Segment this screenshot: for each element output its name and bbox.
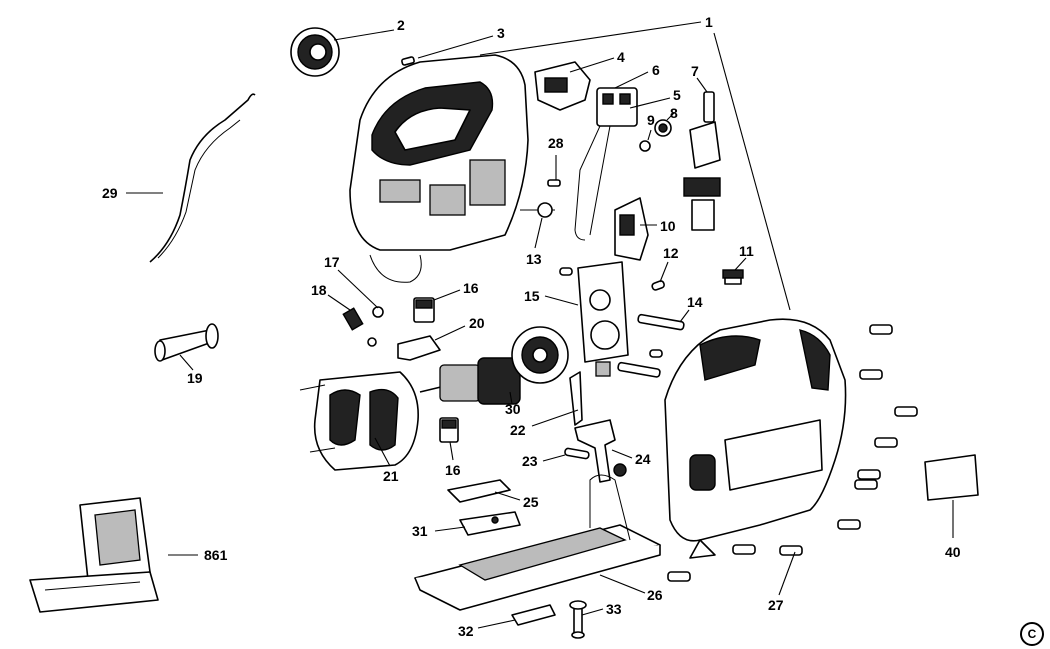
callout-17: 17 bbox=[324, 254, 340, 270]
callout-22: 22 bbox=[510, 422, 526, 438]
callout-11: 11 bbox=[739, 243, 754, 259]
part-24-blade-clamp bbox=[574, 419, 627, 483]
part-spacer-pin bbox=[559, 267, 573, 276]
callout-861: 861 bbox=[204, 547, 228, 563]
callout-16-lower: 16 bbox=[445, 462, 461, 478]
callout-9: 9 bbox=[647, 112, 655, 128]
part-18-spring bbox=[342, 307, 364, 331]
leader-lines bbox=[126, 21, 954, 629]
part-4-switch-cover bbox=[534, 61, 591, 111]
part-31-clip bbox=[459, 511, 521, 536]
callout-12: 12 bbox=[663, 245, 679, 261]
callout-19: 19 bbox=[187, 370, 203, 386]
part-28-screw bbox=[547, 179, 561, 187]
copyright-mark: C bbox=[1020, 622, 1044, 646]
callout-13: 13 bbox=[526, 251, 542, 267]
part-20-block bbox=[397, 335, 441, 361]
part-19-strain-relief bbox=[154, 323, 219, 362]
part-22-bracket bbox=[569, 371, 583, 426]
callout-25: 25 bbox=[523, 494, 539, 510]
part-27-screws bbox=[667, 324, 918, 582]
callout-31: 31 bbox=[412, 523, 428, 539]
callout-16-upper: 16 bbox=[463, 280, 479, 296]
callout-3: 3 bbox=[497, 25, 505, 41]
callout-7: 7 bbox=[691, 63, 699, 79]
part-16-carbon-brush-upper bbox=[413, 297, 435, 323]
part-1-housing-half bbox=[349, 54, 529, 283]
part-12-pin bbox=[651, 280, 665, 291]
callout-28: 28 bbox=[548, 135, 564, 151]
part-13-bearing-pin bbox=[520, 202, 555, 218]
callout-15: 15 bbox=[524, 288, 540, 304]
part-40-label bbox=[924, 454, 979, 501]
part-10-brush-holder bbox=[614, 197, 649, 261]
part-23-pin bbox=[564, 447, 590, 460]
callout-32: 32 bbox=[458, 623, 474, 639]
callout-1: 1 bbox=[705, 14, 713, 30]
callout-33: 33 bbox=[606, 601, 622, 617]
part-861-carry-case bbox=[29, 497, 159, 613]
callout-2: 2 bbox=[397, 17, 405, 33]
part-33-bolt bbox=[569, 600, 587, 639]
part-30-armature bbox=[419, 326, 569, 405]
part-11-clip bbox=[722, 269, 744, 285]
part-14-long-screws bbox=[617, 313, 685, 378]
part-2-speed-wheel bbox=[290, 27, 340, 77]
callout-30: 30 bbox=[505, 401, 521, 417]
callout-29: 29 bbox=[102, 185, 118, 201]
callout-20: 20 bbox=[469, 315, 485, 331]
part-15-gear-plate bbox=[577, 261, 629, 377]
callout-8: 8 bbox=[670, 105, 678, 121]
part-1-assembled-housing bbox=[664, 318, 847, 559]
callout-6: 6 bbox=[652, 62, 660, 78]
callout-4: 4 bbox=[617, 49, 625, 65]
part-17-screw bbox=[372, 306, 384, 318]
callout-23: 23 bbox=[522, 453, 538, 469]
callout-26: 26 bbox=[647, 587, 663, 603]
callout-5: 5 bbox=[673, 87, 681, 103]
part-32-retainer bbox=[511, 604, 556, 626]
callout-14: 14 bbox=[687, 294, 703, 310]
callout-27: 27 bbox=[768, 597, 784, 613]
callout-labels: 1 2 3 4 5 6 7 8 9 10 11 12 13 14 15 16 1… bbox=[102, 14, 961, 639]
part-21-stator bbox=[299, 371, 419, 471]
callout-18: 18 bbox=[311, 282, 327, 298]
callout-24: 24 bbox=[635, 451, 651, 467]
part-7-lever bbox=[683, 91, 721, 231]
part-25-blade-guard bbox=[447, 479, 511, 503]
part-8-knob bbox=[654, 119, 672, 137]
part-26-base-plate bbox=[414, 474, 661, 611]
part-3-screw bbox=[401, 56, 415, 66]
part-29-cable bbox=[149, 93, 256, 263]
part-small-screw-mid bbox=[367, 337, 377, 347]
callout-40: 40 bbox=[945, 544, 961, 560]
part-9-washer bbox=[639, 140, 651, 152]
callout-10: 10 bbox=[660, 218, 676, 234]
part-6-switch bbox=[574, 87, 638, 241]
callout-21: 21 bbox=[383, 468, 399, 484]
part-16-carbon-brush-lower bbox=[439, 417, 459, 443]
